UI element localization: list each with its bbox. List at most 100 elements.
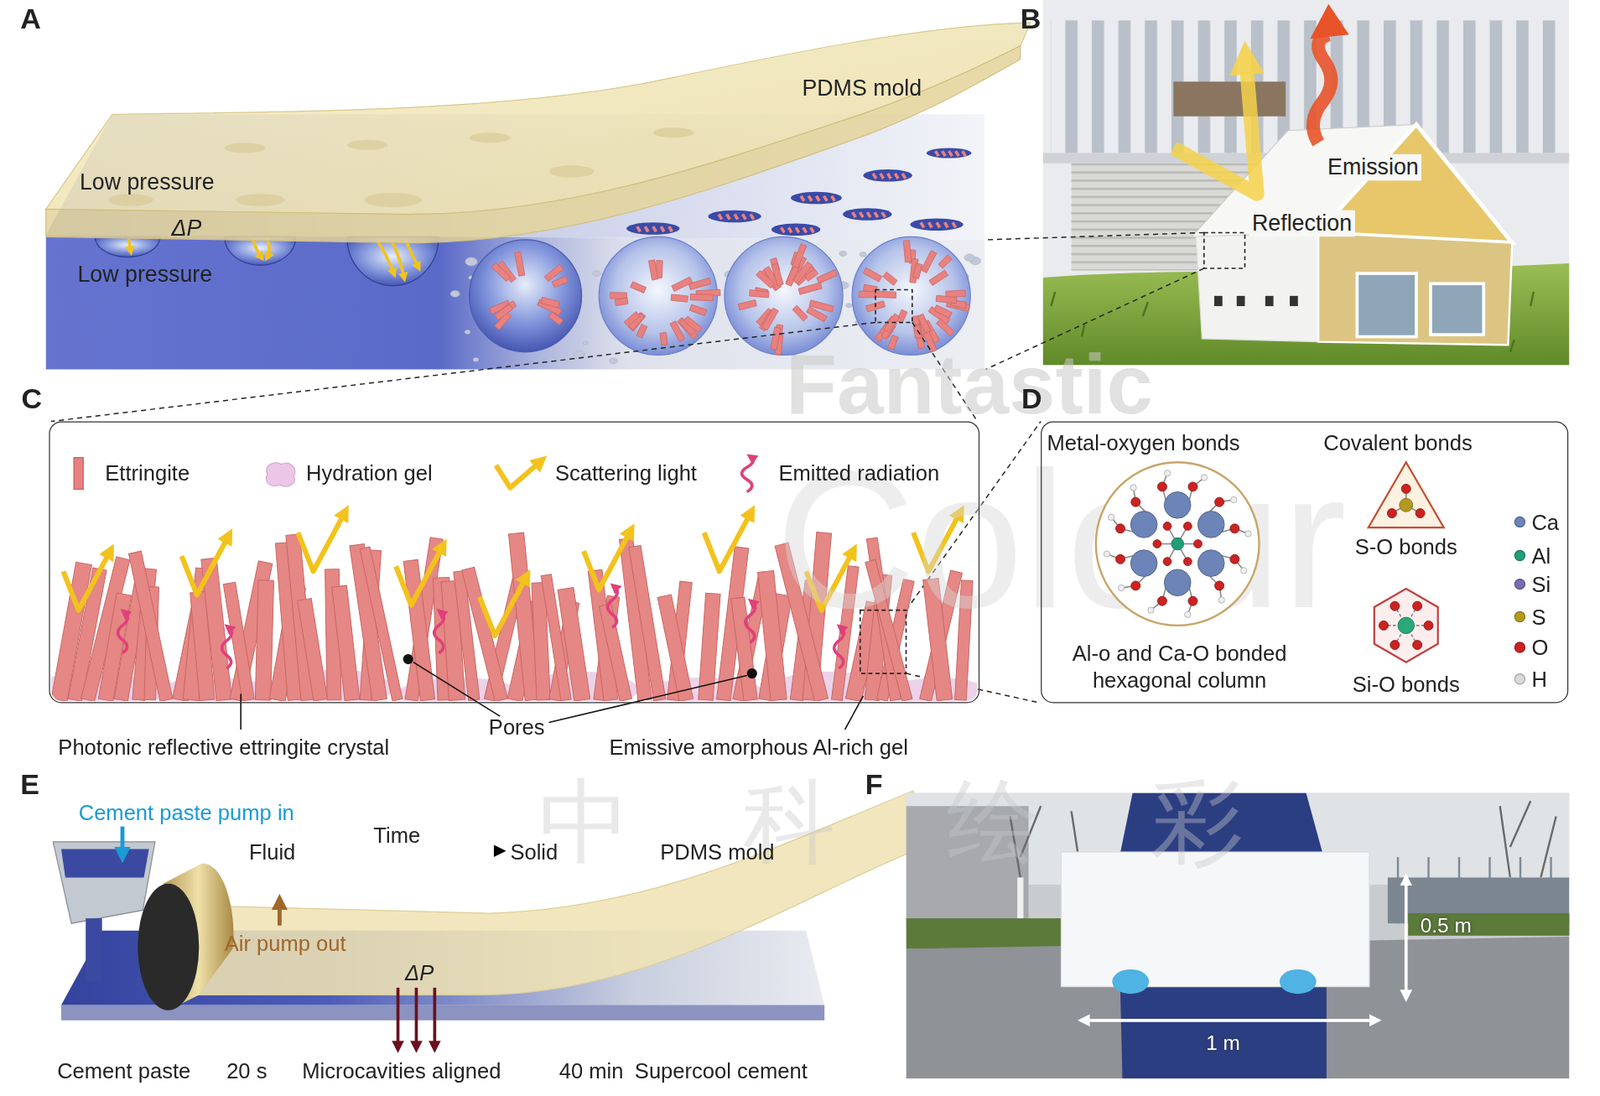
- emission-arrows: [118, 587, 845, 669]
- ettringite-rod: [462, 566, 509, 702]
- legend-item: S: [1514, 603, 1547, 630]
- structure-circle: Al-o and Ca-O bonded hexagonal column: [1052, 452, 1308, 704]
- pore-dot: [747, 668, 758, 679]
- crystal-rod: [792, 261, 813, 285]
- legend-symbol: [491, 452, 549, 494]
- crystal-rod: [938, 254, 952, 269]
- atom: [1415, 509, 1425, 519]
- crystal-rod: [514, 251, 525, 276]
- mold-holes: [108, 127, 694, 208]
- panel-box: DMetal-oxygen bondsCovalent bondsAl-o an…: [1040, 421, 1569, 704]
- surface-hole: [771, 223, 821, 236]
- legend-symbol: [738, 452, 766, 494]
- legend-item: Ettringite: [73, 457, 191, 490]
- atom: [1200, 474, 1207, 481]
- atom: [1131, 497, 1141, 507]
- crystal-rod: [749, 290, 770, 298]
- pore: [964, 254, 975, 262]
- step-label: Supercool cement: [634, 1058, 808, 1085]
- atom: [1245, 530, 1252, 537]
- atom: [1157, 596, 1167, 606]
- ettringite-rod: [657, 594, 693, 702]
- legend-swatch-atom: [1514, 611, 1526, 623]
- cavity: [598, 236, 717, 355]
- atom: [1412, 601, 1423, 611]
- crystal-rod: [816, 270, 838, 284]
- atom: [1215, 497, 1225, 507]
- cavity: [469, 239, 582, 353]
- legend-item: H: [1514, 666, 1548, 693]
- crystal-rod: [792, 305, 808, 322]
- structure-hexagon: Si-O bonds: [1340, 584, 1472, 702]
- ettringite-rod: [628, 545, 666, 701]
- legend-text: Ca: [1531, 509, 1559, 536]
- legend-item: Ca: [1514, 509, 1559, 536]
- shape-group: [1374, 588, 1439, 663]
- part-name: PDMS mold: [801, 75, 922, 103]
- pore: [465, 257, 478, 266]
- crystal-rod: [683, 316, 702, 333]
- atom: [1188, 596, 1198, 606]
- scattered-light: [479, 576, 527, 636]
- surface-hole: [909, 218, 963, 231]
- pore: [582, 341, 588, 345]
- atom: [1241, 567, 1247, 574]
- cavity: [94, 236, 161, 257]
- process-label: Emission: [1324, 154, 1422, 182]
- ettringite-rod: [128, 550, 172, 702]
- dimension: 1 m: [1205, 1030, 1241, 1055]
- panel-letter: C: [21, 381, 43, 416]
- crystal-rod: [917, 313, 931, 333]
- node-text: Si-O bonds: [1340, 671, 1472, 698]
- callout-label: Photonic reflective ettringite crystal: [57, 734, 390, 761]
- atom: [1390, 601, 1400, 611]
- atom: [1130, 484, 1137, 491]
- surface-hole: [707, 210, 761, 224]
- atom: [1412, 640, 1423, 650]
- legend-swatch-atom: [1514, 641, 1526, 653]
- callout-label: Pores: [488, 714, 546, 741]
- state-label: Fluid: [249, 838, 296, 865]
- pore: [464, 330, 471, 335]
- pore: [592, 270, 602, 277]
- emitted-radiation: [222, 627, 233, 669]
- crystal-rod: [903, 240, 911, 263]
- crystal-rod: [670, 294, 688, 302]
- atom: [1163, 569, 1191, 597]
- crystal-rod: [936, 318, 955, 336]
- ettringite-rod: [297, 598, 328, 702]
- scattered-light: [704, 512, 752, 572]
- crystal-rod: [934, 305, 953, 319]
- atom: [1130, 511, 1158, 539]
- panel-letter: A: [20, 1, 42, 37]
- light-symbol: [495, 461, 541, 489]
- cavity: [347, 236, 440, 286]
- shape-group: [1368, 462, 1445, 528]
- structure-triangle: S-O bonds: [1340, 450, 1472, 565]
- circle-outline: [1096, 462, 1260, 626]
- node-text: Metal-oxygen bonds: [1046, 429, 1240, 456]
- ettringite-rod: [254, 580, 274, 701]
- ettringite-rod: [403, 559, 435, 701]
- ettringite-rod: [332, 585, 360, 702]
- legend-text: Al: [1531, 542, 1551, 569]
- atom: [1218, 597, 1225, 603]
- zoom-box: [875, 290, 913, 323]
- atom: [1163, 491, 1191, 519]
- legend-item: Emitted radiation: [738, 452, 940, 494]
- atom: [1231, 496, 1237, 503]
- legend-text: Emitted radiation: [778, 460, 940, 487]
- atom: [1397, 617, 1414, 634]
- crystal-rod: [690, 293, 713, 301]
- ettringite-rod: [731, 597, 758, 702]
- cavity: [851, 236, 971, 355]
- atom: [1401, 483, 1411, 494]
- atom: [1183, 522, 1192, 531]
- legend-item: O: [1514, 634, 1549, 661]
- atom: [1157, 482, 1167, 492]
- atom: [1163, 522, 1172, 531]
- process-label: Cement paste pump in: [78, 800, 295, 826]
- atom: [1130, 550, 1158, 577]
- pore: [859, 252, 867, 258]
